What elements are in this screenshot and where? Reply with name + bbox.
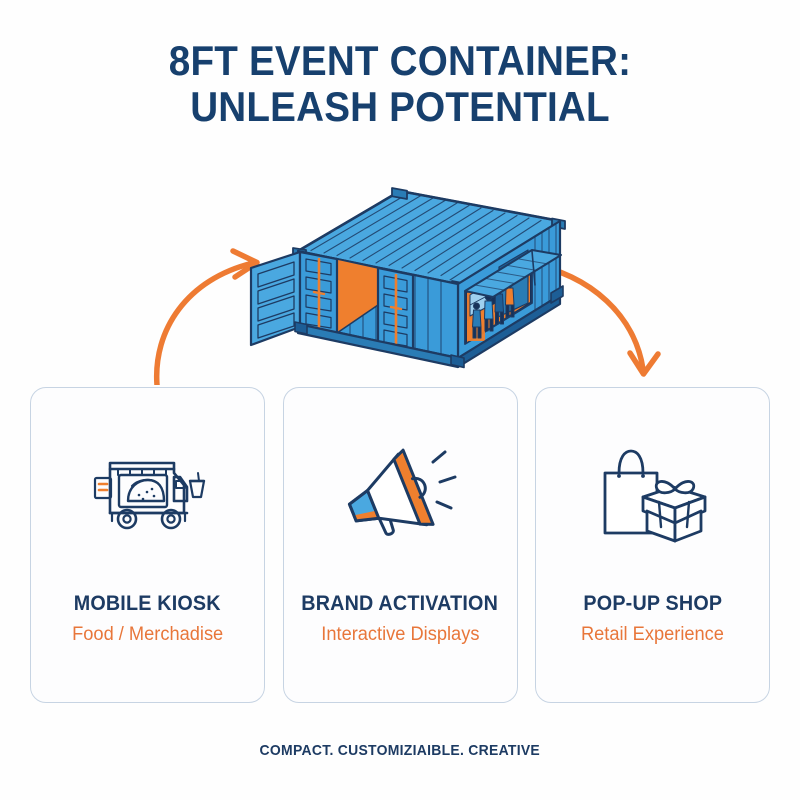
container-side-opening bbox=[464, 249, 562, 345]
hero-illustration bbox=[95, 155, 705, 385]
container-door-left bbox=[249, 250, 302, 347]
food-truck-taco-icon bbox=[83, 444, 213, 544]
left-arrow-icon bbox=[153, 248, 260, 385]
container-door-right bbox=[298, 250, 339, 335]
title-line-2: UNLEASH POTENTIAL bbox=[190, 83, 610, 130]
corner-fittings-bottom bbox=[294, 285, 564, 369]
shipping-container-illustration bbox=[249, 187, 566, 369]
card-title: BRAND ACTIVATION bbox=[301, 592, 499, 615]
title-line-1: 8FT EVENT CONTAINER: bbox=[168, 37, 632, 84]
megaphone-icon bbox=[335, 444, 465, 544]
card-subtitle: Interactive Displays bbox=[320, 624, 480, 645]
feature-card-row: MOBILE KIOSK Food / Merchadise bbox=[30, 387, 770, 703]
feature-card-mobile-kiosk[interactable]: MOBILE KIOSK Food / Merchadise bbox=[30, 387, 265, 703]
page-title: 8FT EVENT CONTAINER: UNLEASH POTENTIAL bbox=[0, 38, 800, 130]
feature-card-pop-up-shop[interactable]: POP-UP SHOP Retail Experience bbox=[535, 387, 770, 703]
card-subtitle: Food / Merchadise bbox=[71, 624, 224, 645]
shopping-bag-gift-icon bbox=[588, 444, 718, 544]
footer: COMPACT. CUSTOMIZIAIBLE. CREATIVE bbox=[0, 742, 800, 760]
feature-card-brand-activation[interactable]: BRAND ACTIVATION Interactive Displays bbox=[282, 387, 518, 703]
card-title: POP-UP SHOP bbox=[583, 592, 722, 615]
footer-tagline: COMPACT. CUSTOMIZIAIBLE. CREATIVE bbox=[259, 742, 541, 759]
container-awning bbox=[464, 249, 562, 298]
card-subtitle: Retail Experience bbox=[581, 624, 724, 645]
card-title: MOBILE KIOSK bbox=[73, 592, 222, 615]
